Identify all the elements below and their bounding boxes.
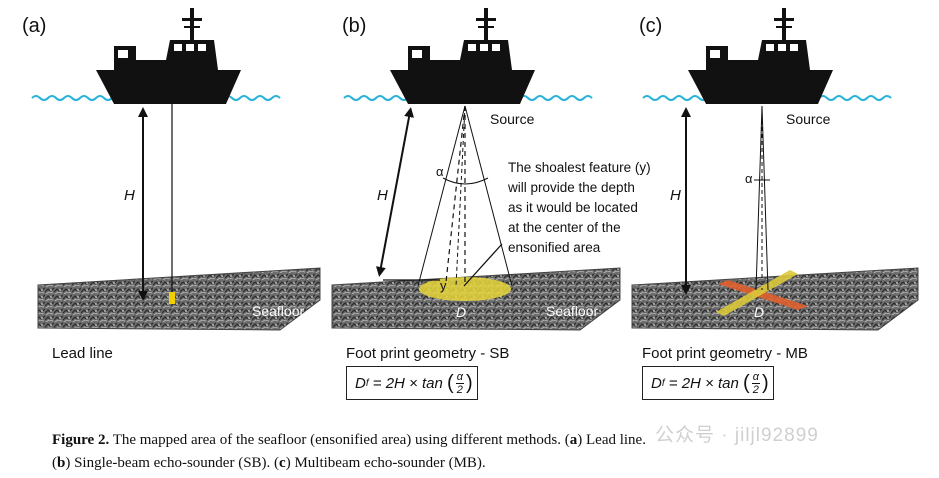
panel-a-caption: Lead line xyxy=(52,345,113,362)
panel-a-seafloor xyxy=(38,268,320,330)
panel-c-source-label: Source xyxy=(786,111,831,127)
annotation-line: at the center of the xyxy=(508,220,621,235)
panel-b-angle-arc xyxy=(442,177,489,185)
panel-c-beam-footprint-1 xyxy=(718,280,808,310)
panel-b-source-label: Source xyxy=(490,111,535,127)
annotation-line: will provide the depth xyxy=(507,180,635,195)
panel-a-depth-label: H xyxy=(124,187,135,204)
panel-b-footprint-area xyxy=(419,277,511,301)
panel-c-beam-edge-right xyxy=(761,105,769,291)
panel-a-seafloor-label: Seafloor xyxy=(252,303,304,319)
annotation-line: The shoalest feature (y) xyxy=(508,160,651,175)
panel-b: (b) Source α H y The shoalest feature (y… xyxy=(331,8,654,362)
figure-caption-text: The mapped area of the seafloor (ensonif… xyxy=(109,432,570,448)
panel-b-letter: (b) xyxy=(342,15,366,37)
panel-b-annotation: The shoalest feature (y) will provide th… xyxy=(507,160,654,255)
figure-caption: Figure 2. The mapped area of the seafloo… xyxy=(52,432,646,471)
formula-lhs: D xyxy=(651,374,662,392)
panel-c-caption: Foot print geometry - MB xyxy=(642,345,808,362)
panel-b-seafloor-label: Seafloor xyxy=(546,303,598,319)
panel-b-ship-icon xyxy=(390,8,535,104)
panel-c-ship-icon xyxy=(688,8,833,104)
panel-a-ship-icon xyxy=(96,8,241,104)
formula-subscript: f xyxy=(661,377,665,389)
panel-c: (c) Source α H D Foot print geometry - M… xyxy=(631,8,919,362)
panel-b-feature-label: y xyxy=(440,278,447,293)
panel-a: (a) H Seafloor Lead line xyxy=(22,8,321,362)
annotation-line: ensonified area xyxy=(508,240,601,255)
panel-c-letter: (c) xyxy=(639,15,662,37)
figure-caption-label: Figure 2. xyxy=(52,432,110,448)
panel-c-beam-edge-left xyxy=(755,105,763,291)
panel-c-depth-label: H xyxy=(670,187,681,204)
formula-subscript: f xyxy=(365,377,369,389)
panel-b-depth-arrow xyxy=(376,107,414,277)
panel-a-lead-weight xyxy=(169,292,175,304)
panel-c-beam-footprint-2 xyxy=(716,270,798,316)
formula-mid: = 2H × tan xyxy=(664,374,744,392)
panel-b-angle-label: α xyxy=(436,164,444,179)
panel-c-footprint-label: D xyxy=(754,304,764,320)
panel-c-angle-label: α xyxy=(745,171,753,186)
panel-b-footprint-label: D xyxy=(456,304,466,320)
panel-b-beam-dashed-left xyxy=(445,105,466,283)
watermark: 公众号 · jiljl92899 xyxy=(655,425,819,446)
panel-b-annotation-pointer xyxy=(463,243,503,287)
formula-lhs: D xyxy=(355,374,366,392)
panel-b-caption: Foot print geometry - SB xyxy=(346,345,509,362)
panel-b-beam-edge-right xyxy=(464,105,513,287)
panel-b-depth-label: H xyxy=(377,187,388,204)
annotation-line: as it would be located xyxy=(508,200,638,215)
formula-mid: = 2H × tan xyxy=(368,374,448,392)
panel-a-letter: (a) xyxy=(22,15,46,37)
panel-b-beam-edge-left xyxy=(417,105,466,287)
